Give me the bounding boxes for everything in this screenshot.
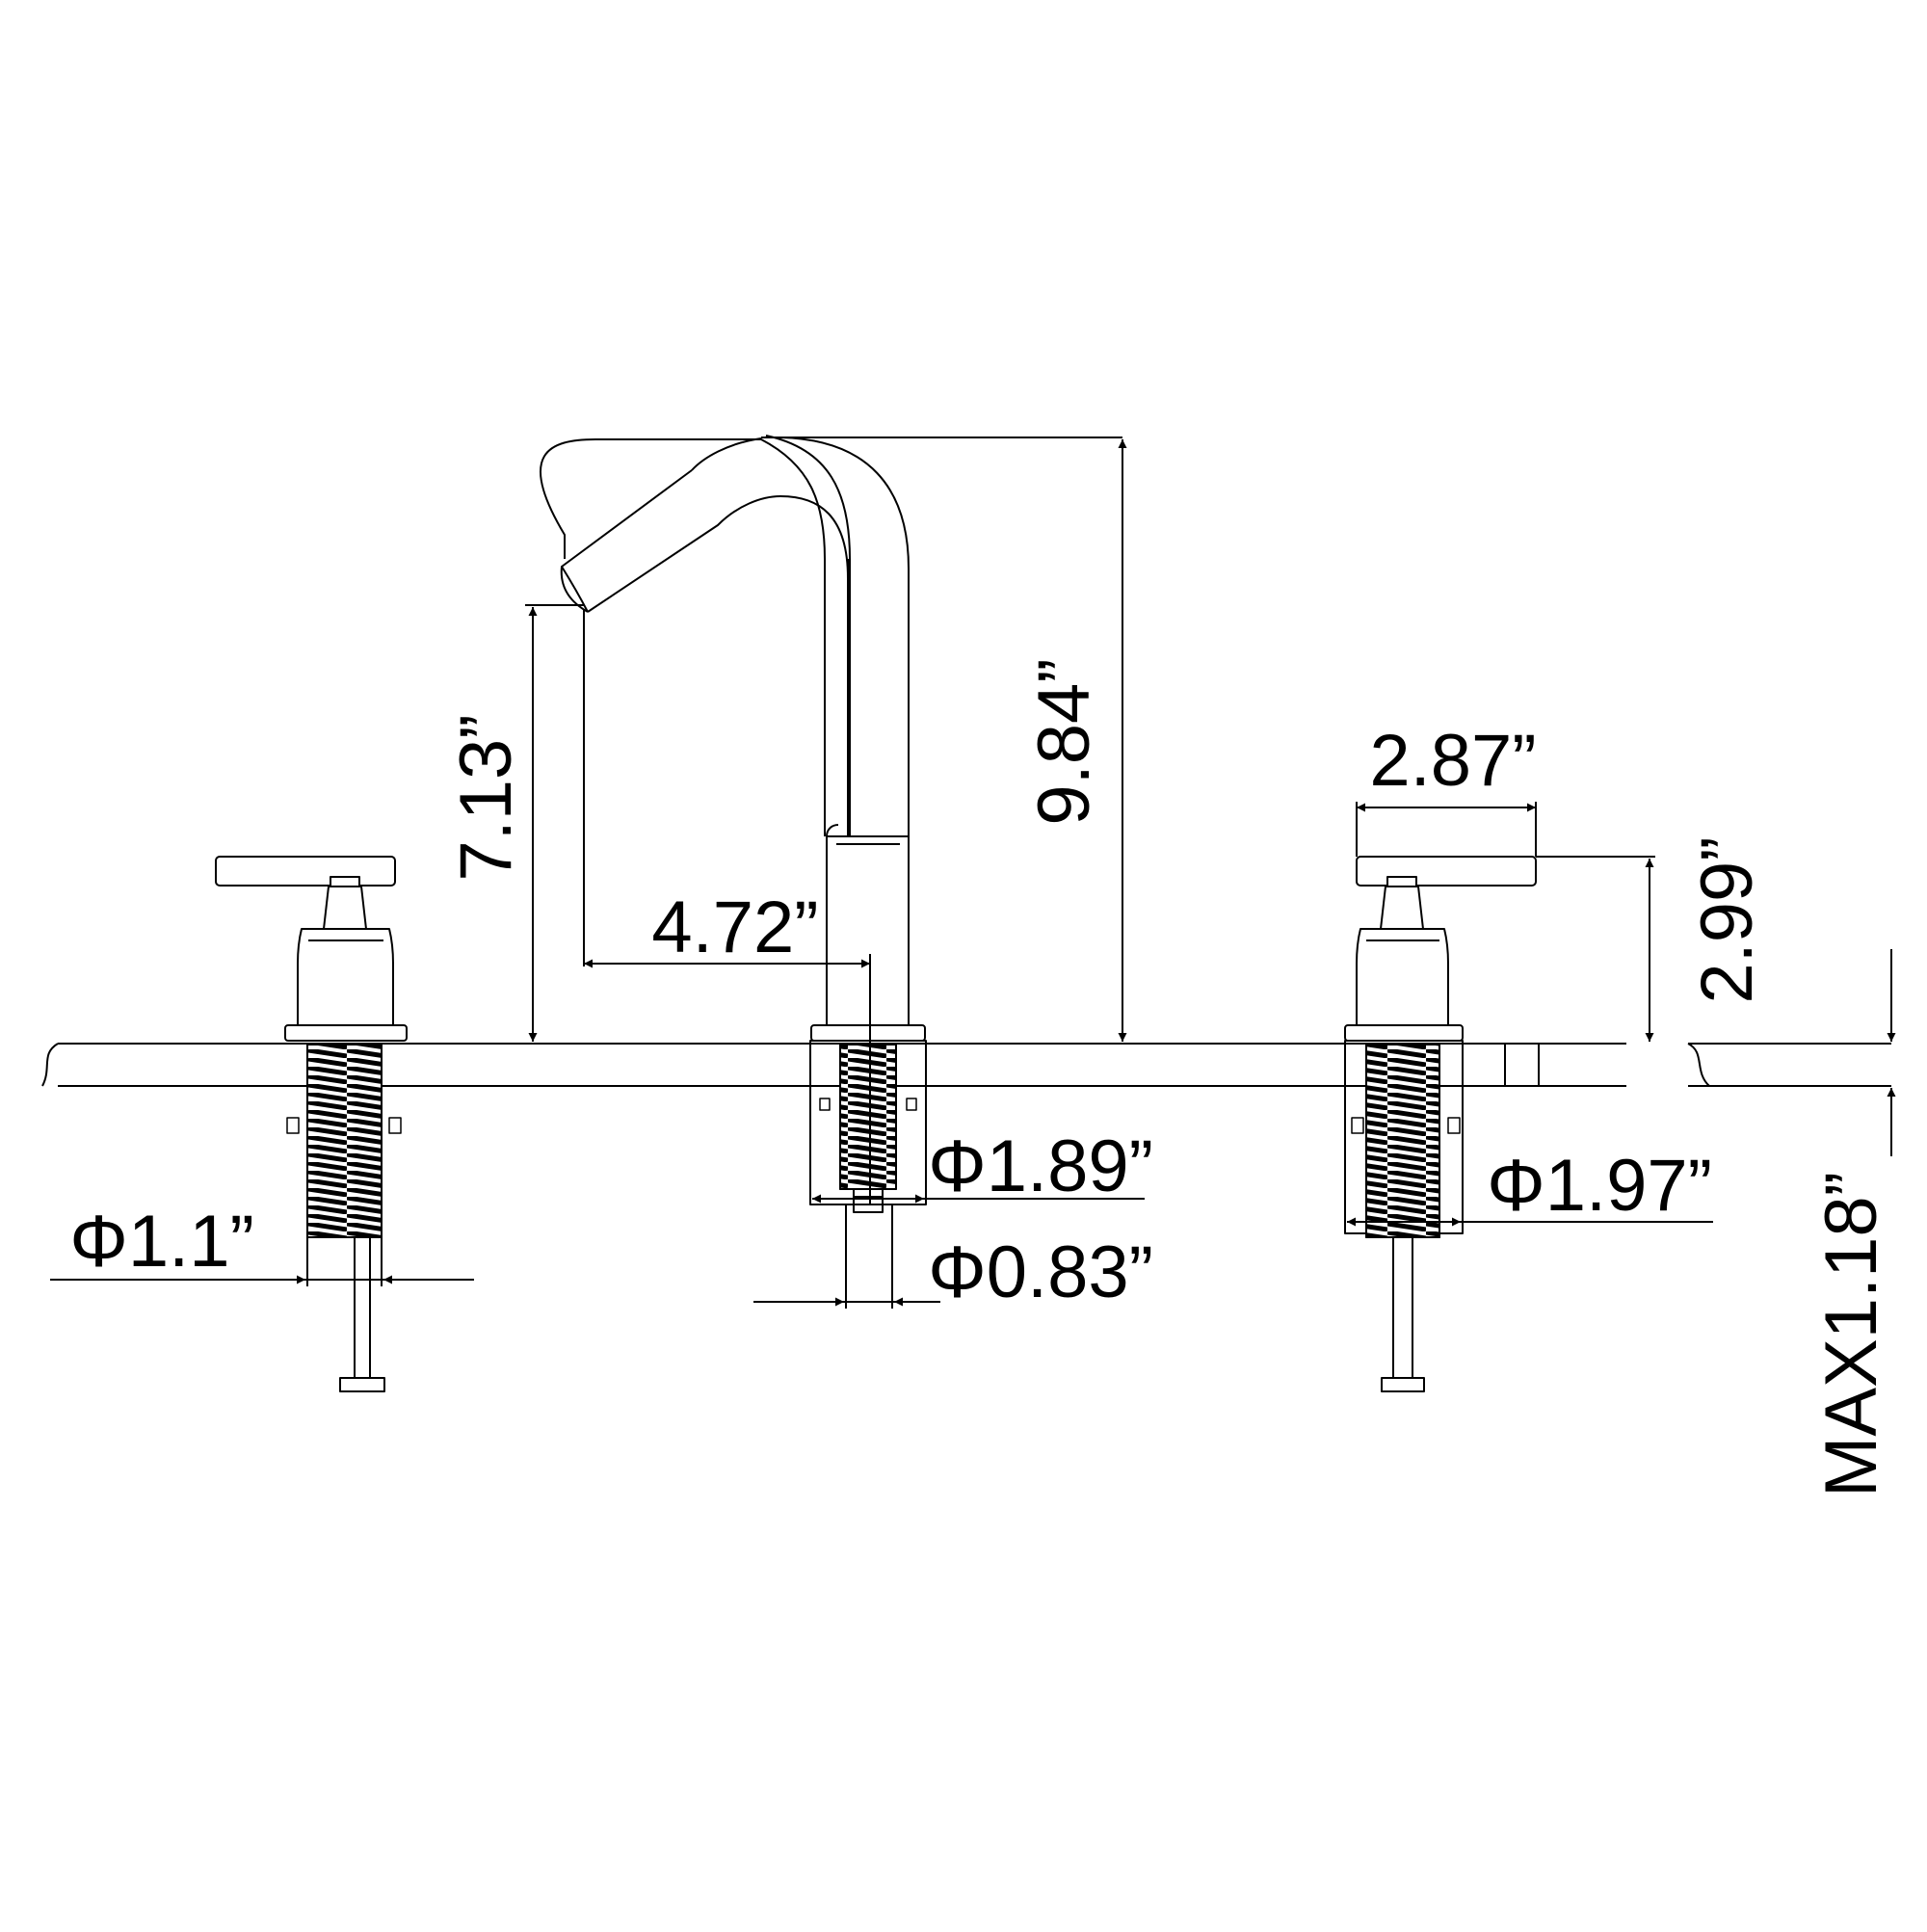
spout-height-label: 9.84”	[1023, 658, 1105, 825]
right-handle-valve	[1344, 856, 1537, 1392]
handle-height-label: 2.99”	[1686, 836, 1768, 1003]
dimension-lines	[50, 437, 1896, 1309]
max-deck-thickness-label: MAX1.18”	[1810, 1172, 1892, 1497]
spout-reach-label: 4.72”	[651, 887, 818, 968]
spout	[539, 435, 927, 1213]
right-base-diameter-label: Φ1.97”	[1487, 1145, 1712, 1227]
left-shank-diameter-label: Φ1.1”	[69, 1201, 254, 1283]
spout-outlet-height-label: 7.13”	[445, 714, 527, 881]
spout-shank-diameter-label: Φ0.83”	[928, 1231, 1153, 1313]
left-handle-valve	[215, 856, 408, 1392]
spout-base-diameter-label: Φ1.89”	[928, 1125, 1153, 1207]
handle-length-label: 2.87”	[1369, 720, 1536, 802]
